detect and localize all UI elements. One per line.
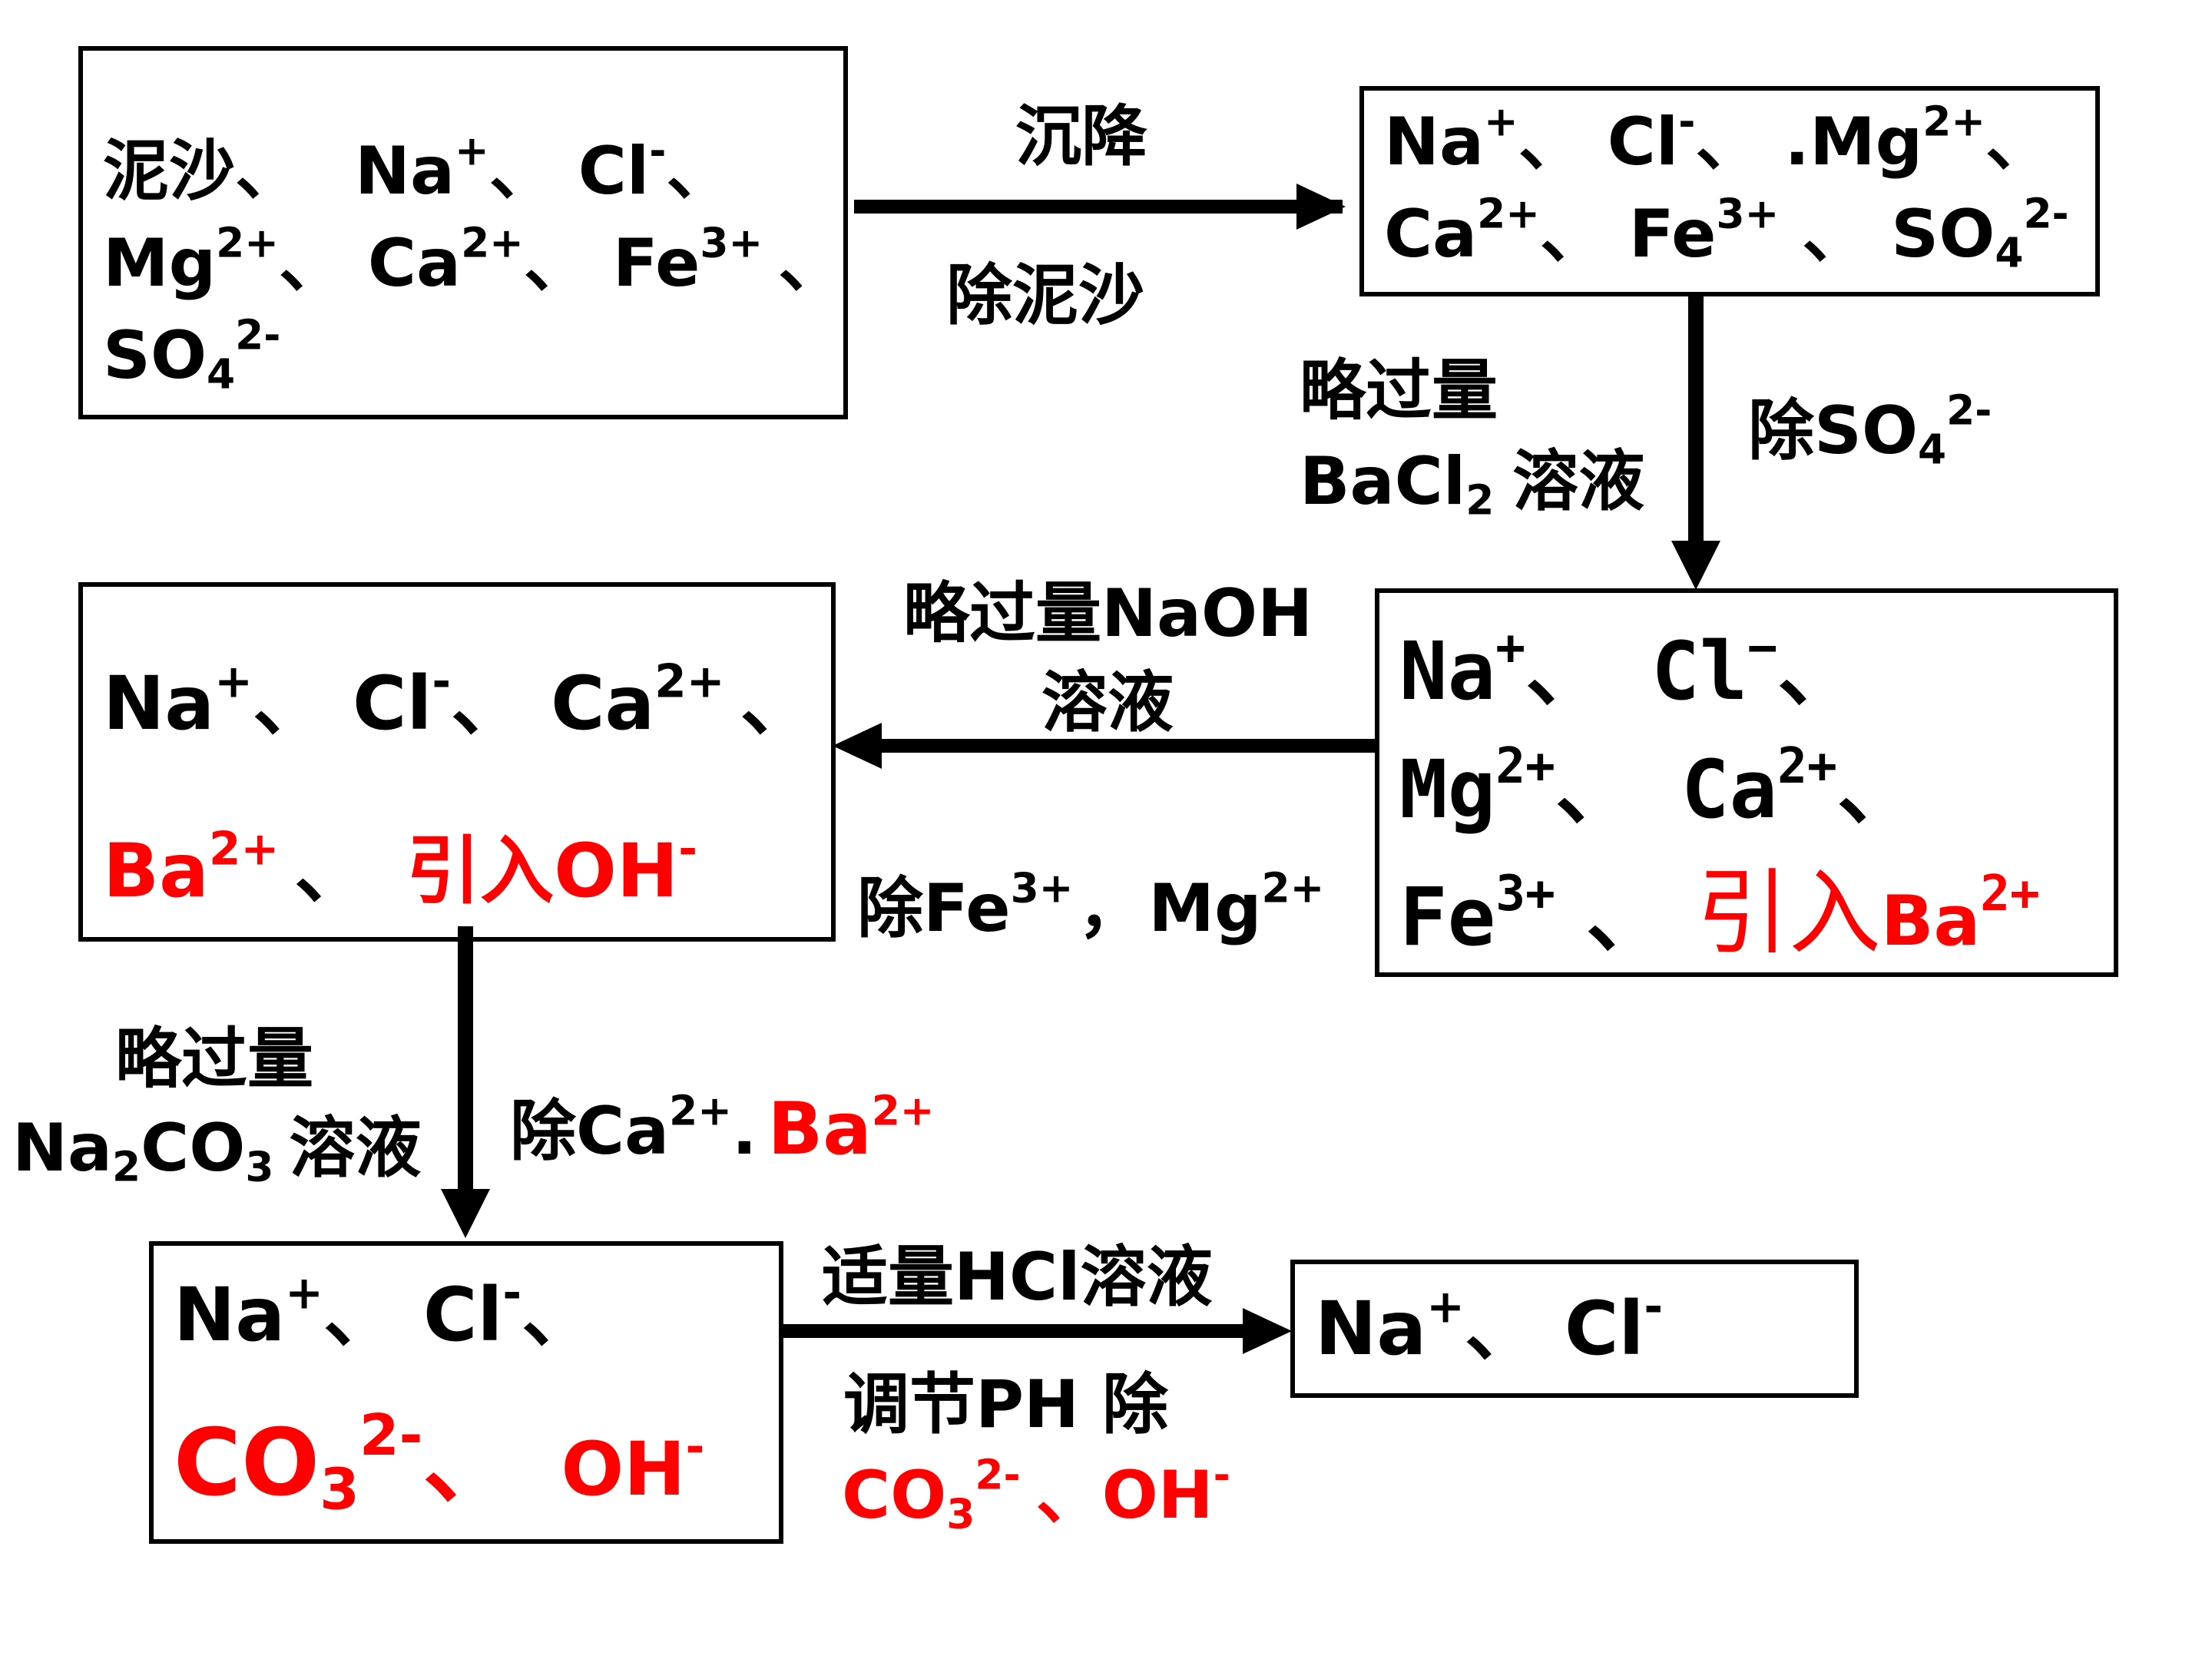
arrow-hcl-shaft [783, 1324, 1247, 1338]
arrow-na2co3-shaft [458, 926, 473, 1197]
step-naoh-label-2: 溶液 [1041, 664, 1174, 741]
step-na2co3-label-1: 略过量 [115, 1020, 313, 1098]
step-adjust-ph-label: 调节PH 除 [843, 1366, 1168, 1443]
box-after-na2co3 [149, 1241, 783, 1544]
box-after-naoh-line-2: Ba2+、引入OH- [103, 823, 697, 914]
arrow-settle-head [1296, 184, 1346, 230]
arrow-bacl2-shaft [1688, 296, 1704, 547]
step-remove-fe-mg-label: 除Fe3+，Mg2+ [857, 864, 1325, 947]
box-final-product-line: Na+、Cl- [1315, 1280, 1664, 1372]
arrow-settle-shaft [854, 200, 1343, 214]
box-after-na2co3-line-1: Na+、Cl-、 [174, 1267, 596, 1358]
box-after-naoh [78, 582, 836, 942]
box-after-na2co3-line-2: CO32-、OH- [174, 1401, 705, 1523]
step-naoh-label-1: 略过量NaOH [903, 575, 1313, 652]
step-remove-ca-ba-label: 除Ca2+.Ba2+ [510, 1087, 935, 1171]
arrow-naoh-shaft [876, 739, 1375, 753]
box-after-bacl2-line-1: Na+、Cl−、 [1399, 618, 1858, 718]
box-raw-brine [78, 46, 848, 419]
step-remove-so4-label: 除SO42- [1748, 386, 1992, 474]
step-hcl-label: 适量HCl溶液 [822, 1239, 1213, 1316]
step-remove-co3-oh-label: CO32-、OH- [842, 1451, 1230, 1538]
arrow-na2co3-head [441, 1189, 490, 1238]
arrow-hcl-head [1243, 1308, 1292, 1354]
step-remove-sand-label: 除泥沙 [946, 257, 1144, 334]
box-after-bacl2 [1375, 588, 2118, 977]
arrow-bacl2-head [1671, 541, 1720, 590]
step-bacl2-label-1: 略过量 [1300, 352, 1498, 429]
box-after-settling-line-2: Ca2+、Fe3+、SO42- [1384, 190, 2069, 277]
box-after-bacl2-line-2: Mg2+、Ca2+、 [1399, 737, 1917, 836]
box-after-bacl2-line-3: Fe3+、引入Ba2+ [1399, 860, 2040, 967]
box-raw-brine-line-3: SO42- [103, 311, 281, 399]
box-after-settling [1359, 86, 2100, 296]
step-settle-label: 沉降 [1015, 98, 1147, 175]
box-raw-brine-line-1: 泥沙、Na+、Cl-、 [103, 127, 733, 210]
box-final-product [1290, 1260, 1859, 1398]
box-raw-brine-line-2: Mg2+、Ca2+、Fe3+、 [103, 219, 845, 302]
arrow-naoh-head [833, 723, 882, 769]
box-after-naoh-line-1: Na+、Cl-、Ca2+、 [103, 655, 814, 747]
box-after-settling-line-1: Na+、Cl-、.Mg2+、 [1384, 98, 2051, 180]
